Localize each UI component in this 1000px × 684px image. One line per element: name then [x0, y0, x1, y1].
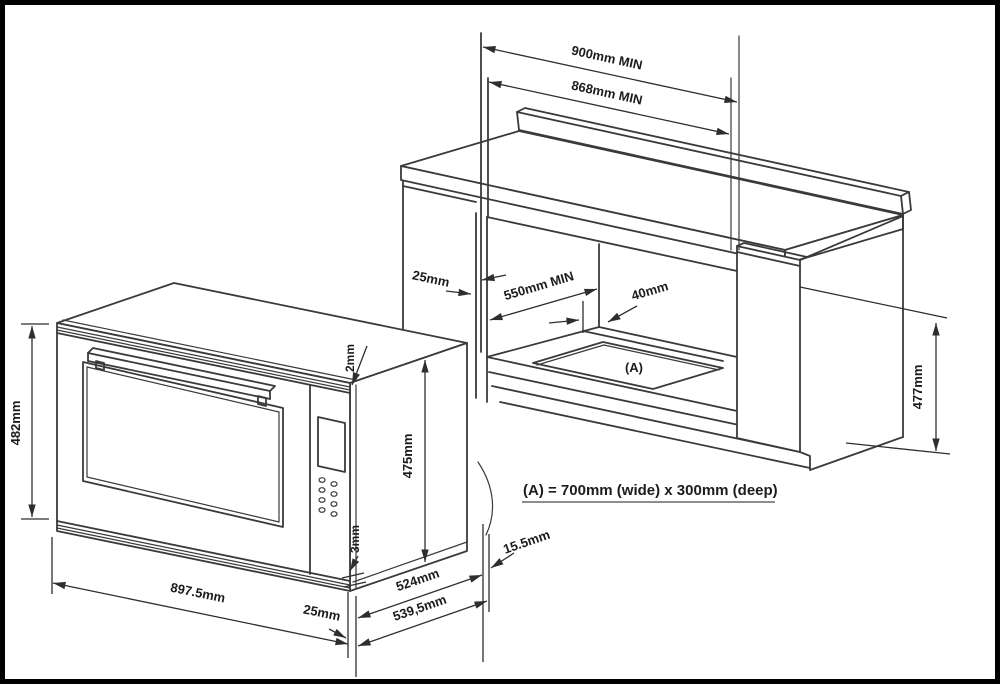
dim-label-body-height: 475mm: [400, 434, 415, 479]
oven-door-window: [82, 361, 284, 528]
oven-front-face: [56, 322, 351, 592]
dim-label-niche-height: 477mm: [910, 365, 925, 410]
oven-control-panel: [309, 385, 346, 575]
floor-cutout-A: [532, 341, 724, 390]
oven-trim: [56, 319, 468, 590]
oven-handle: [87, 347, 276, 407]
dim-oven-height: 482mm: [8, 323, 49, 520]
dim-label-bottom-lip: 3mm: [348, 525, 362, 553]
dim-body-height: 475mm: [400, 360, 429, 562]
oven-drawing: [56, 282, 494, 592]
right-side-panel: [799, 215, 904, 471]
right-partition-panel: [736, 242, 808, 453]
dim-niche-height: 477mm: [799, 286, 951, 455]
dim-rear-clearance: 25mm: [302, 592, 357, 677]
cutout-note-text: (A) = 700mm (wide) x 300mm (deep): [523, 482, 778, 499]
control-buttons: [318, 477, 338, 517]
dim-label-rear-clearance: 25mm: [302, 601, 342, 623]
door-swing-arc: [477, 461, 494, 536]
display-screen: [317, 416, 346, 473]
left-cabinet-section: [402, 180, 477, 339]
cutout-label: (A): [625, 360, 643, 375]
cutout-note: (A) = 700mm (wide) x 300mm (deep): [522, 482, 778, 503]
dim-top-lip: 2mm: [343, 344, 368, 386]
dim-label-oven-height: 482mm: [8, 401, 23, 446]
oven-niche: [475, 32, 811, 469]
dim-label-top-lip: 2mm: [343, 344, 357, 372]
cabinet-drawing: [400, 32, 912, 471]
